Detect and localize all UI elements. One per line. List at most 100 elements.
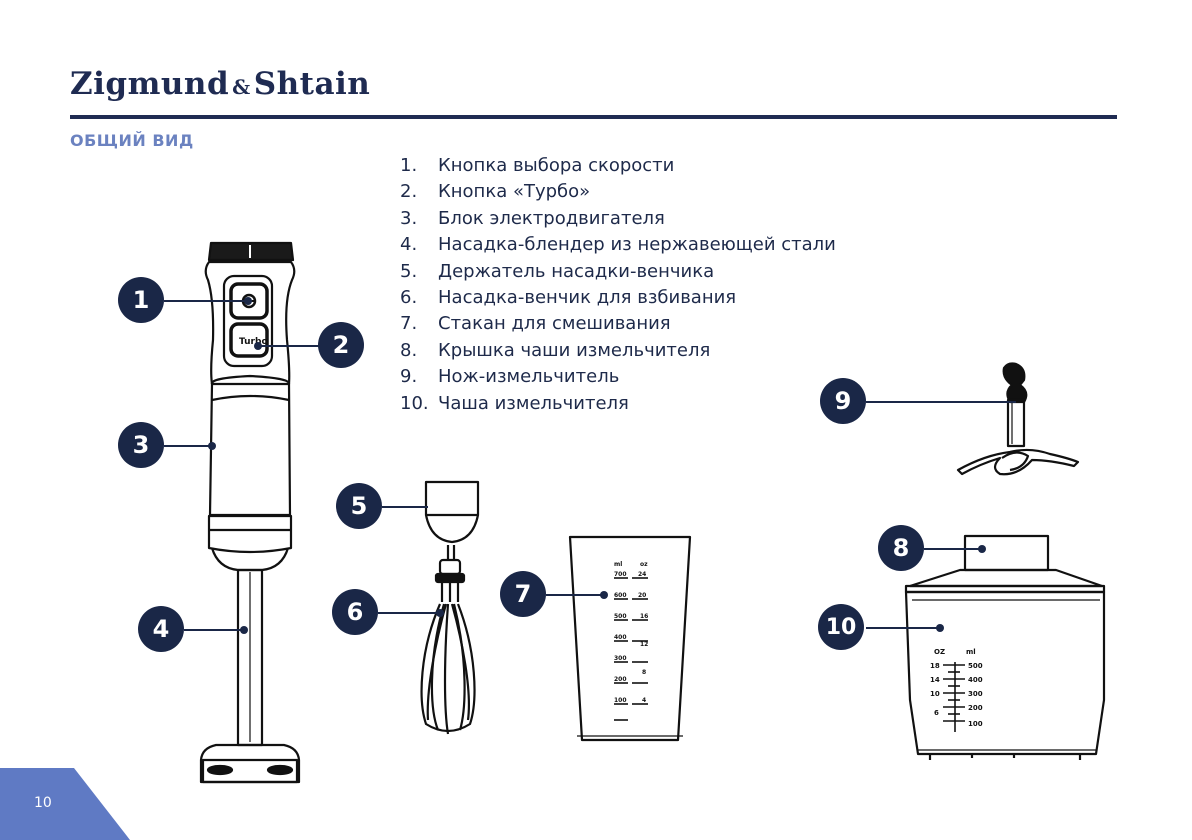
callout-leader-1: [164, 300, 248, 302]
callout-leader-3: [164, 445, 212, 447]
list-item: 9. Нож-измельчитель: [400, 364, 836, 390]
callout-badge-9: 9: [820, 378, 866, 424]
callout-leader-5: [382, 506, 428, 508]
callout-leader-10: [866, 627, 940, 629]
chopper-blade: [956, 362, 1080, 476]
chopper-lid: [963, 534, 1050, 572]
list-item-number: 1.: [400, 155, 418, 176]
beaker-oz-label: 20: [638, 592, 646, 599]
header-divider: [70, 115, 1117, 119]
bowl-oz-label: 6: [934, 709, 939, 717]
callout-leader-6: [378, 612, 440, 614]
beaker-units-ml: ml: [614, 561, 622, 568]
list-item-label: Крышка чаши измельчителя: [438, 339, 711, 361]
callout-dot-8: [978, 545, 986, 553]
bowl-ml-label: 400: [968, 676, 983, 684]
beaker-units-oz: oz: [640, 561, 648, 568]
callout-badge-10: 10: [818, 604, 864, 650]
callout-badge-3: 3: [118, 422, 164, 468]
turbo-button: [229, 322, 269, 358]
list-item-label: Кнопка выбора скорости: [438, 155, 675, 176]
brand-ampersand: &: [232, 75, 251, 99]
bowl-oz-label: 14: [930, 676, 940, 684]
list-item-label: Нож-измельчитель: [438, 366, 620, 388]
list-item: 10. Чаша измельчителя: [400, 391, 836, 417]
parts-list: 1. Кнопка выбора скорости 2.Кнопка «Турбо…: [400, 153, 836, 417]
list-item: 1. Кнопка выбора скорости: [400, 153, 836, 179]
page-number: 10: [34, 795, 52, 811]
callout-badge-8: 8: [878, 525, 924, 571]
beaker-ml-label: 200: [614, 676, 627, 683]
beaker-ml-label: 500: [614, 613, 627, 620]
list-item-number: 4.: [400, 234, 418, 256]
brand-name-left: Zigmund: [70, 66, 230, 102]
beaker-ml-label: 100: [614, 697, 627, 704]
beaker-ml-label: 700: [614, 571, 627, 578]
list-item: 7. Стакан для смешивания: [400, 311, 836, 337]
bowl-oz-label: 18: [930, 662, 940, 670]
list-item-label: Насадка-блендер из нержавеющей стали: [438, 234, 836, 256]
callout-leader-7: [546, 594, 604, 596]
beaker-oz-label: 16: [640, 613, 648, 620]
callout-badge-6: 6: [332, 589, 378, 635]
list-item-number: 10.: [400, 392, 429, 414]
bowl-ml-label: 500: [968, 662, 983, 670]
callout-dot-7: [600, 591, 608, 599]
list-item-number: 3.: [400, 207, 418, 229]
brand-name-right: Shtain: [253, 66, 371, 102]
callout-dot-3: [208, 442, 216, 450]
bowl-oz-label: 10: [930, 690, 940, 698]
list-item-number: 8.: [400, 339, 418, 361]
beaker-oz-label: 4: [642, 697, 646, 704]
mixing-beaker: [568, 535, 692, 742]
callout-badge-4: 4: [138, 606, 184, 652]
list-item-label: Кнопка «Турбо»: [438, 181, 591, 203]
callout-dot-4: [240, 626, 248, 634]
beaker-ml-label: 600: [614, 592, 627, 599]
bowl-ml-label: 200: [968, 704, 983, 712]
callout-badge-5: 5: [336, 483, 382, 529]
list-item-label: Держатель насадки-венчика: [438, 260, 715, 282]
callout-leader-2: [258, 345, 320, 347]
beaker-oz-label: 24: [638, 571, 646, 578]
callout-badge-1: 1: [118, 277, 164, 323]
list-item-number: 7.: [400, 313, 418, 335]
button-panel: [222, 274, 274, 368]
beaker-oz-label: 8: [642, 669, 646, 676]
callout-dot-1: [244, 297, 252, 305]
list-item: 4. Насадка-блендер из нержавеющей стали: [400, 232, 836, 258]
blender-foot: [199, 743, 301, 784]
callout-badge-7: 7: [500, 571, 546, 617]
callout-dot-10: [936, 624, 944, 632]
beaker-oz-label: 12: [640, 641, 648, 648]
list-item: 6.Насадка-венчик для взбивания: [400, 285, 836, 311]
callout-leader-9: [866, 401, 1016, 403]
bowl-ml-label: 100: [968, 720, 983, 728]
callout-dot-2: [254, 342, 262, 350]
beaker-ml-label: 300: [614, 655, 627, 662]
list-item-label: Стакан для смешивания: [438, 313, 671, 335]
list-item: 3. Блок электродвигателя: [400, 206, 836, 232]
list-item: 5. Держатель насадки-венчика: [400, 259, 836, 285]
list-item-number: 9.: [400, 366, 418, 388]
section-title: ОБЩИЙ ВИД: [70, 131, 194, 150]
whisk-wires: [420, 603, 476, 735]
list-item: 8. Крышка чаши измельчителя: [400, 338, 836, 364]
bowl-units-oz: OZ: [934, 648, 945, 656]
list-item-number: 5.: [400, 260, 418, 282]
list-item-label: Насадка-венчик для взбивания: [438, 286, 737, 308]
chopper-bowl: [904, 590, 1106, 756]
whisk-holder: [424, 480, 480, 544]
callout-leader-4: [184, 629, 244, 631]
motor-block: [208, 374, 292, 517]
callout-dot-6: [436, 609, 444, 617]
bowl-units-ml: ml: [966, 648, 976, 656]
list-item: 2.Кнопка «Турбо»: [400, 179, 836, 205]
turbo-button-label: Turbo: [239, 337, 268, 347]
callout-leader-8: [924, 548, 982, 550]
beaker-ml-label: 400: [614, 634, 627, 641]
list-item-label: Чаша измельчителя: [438, 392, 629, 414]
list-item-label: Блок электродвигателя: [438, 207, 665, 229]
callout-badge-2: 2: [318, 322, 364, 368]
